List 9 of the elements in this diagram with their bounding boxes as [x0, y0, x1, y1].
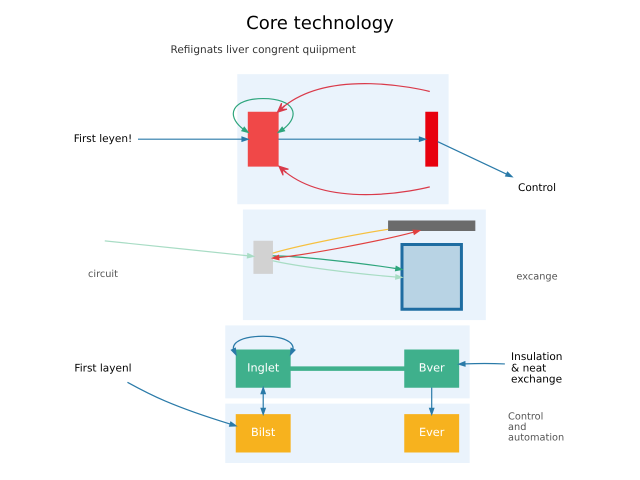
- node-text: First leyen!: [74, 132, 132, 145]
- diagram-title: Core technology: [246, 12, 394, 34]
- node-text: Insulation & neat exchange: [511, 351, 562, 386]
- label: excange: [516, 271, 558, 282]
- label: circuit: [88, 269, 118, 280]
- label: Refiignats liver congrent quiipment: [170, 44, 356, 56]
- node-text: First layenl: [74, 362, 132, 374]
- node-text: Control: [518, 182, 556, 194]
- label: Control and automation: [508, 411, 564, 444]
